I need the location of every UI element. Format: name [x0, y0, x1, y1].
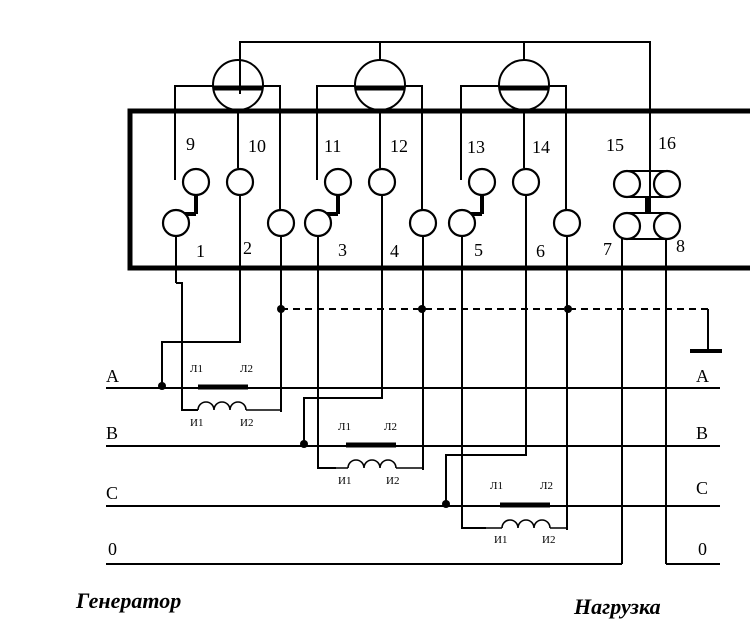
ct2-l2-label: Л2 [384, 421, 397, 433]
terminal-numbers-bottom: 1 2 3 4 5 6 7 8 [196, 236, 685, 261]
line-label-right-b: B [696, 423, 708, 443]
terminal-label-13: 13 [467, 137, 485, 157]
terminal-block-frame [127, 108, 750, 271]
line-labels-right: A B C 0 [696, 366, 709, 559]
supply-lines [106, 387, 720, 565]
line-label-left-c: C [106, 483, 118, 503]
terminal-label-16: 16 [658, 133, 676, 153]
terminal-label-8: 8 [676, 236, 685, 256]
line-label-right-c: C [696, 478, 708, 498]
line-label-left-b: B [106, 423, 118, 443]
ct2-l1-label: Л1 [338, 421, 351, 433]
voltage-bus [239, 41, 651, 214]
terminal-label-12: 12 [390, 136, 408, 156]
current-transformer-2: Л1 Л2 И1 И2 [318, 421, 423, 487]
terminal-label-15: 15 [606, 135, 624, 155]
line-label-left-0: 0 [108, 539, 117, 559]
terminal-label-4: 4 [390, 241, 399, 261]
current-transformer-3: Л1 Л2 И1 И2 [462, 480, 567, 546]
terminal-label-9: 9 [186, 134, 195, 154]
ct1-l1-label: Л1 [190, 363, 203, 375]
line-labels-left: A B C 0 [106, 366, 119, 559]
ct3-i2-label: И2 [542, 534, 555, 546]
line-label-right-a: A [696, 366, 709, 386]
terminal-numbers-top: 9 10 11 12 13 14 15 16 [186, 133, 676, 157]
terminal-pins [161, 167, 682, 241]
terminal-label-2: 2 [243, 238, 252, 258]
terminal-label-7: 7 [603, 239, 612, 259]
terminal-label-5: 5 [474, 240, 483, 260]
terminal-label-11: 11 [324, 136, 341, 156]
ct2-i2-label: И2 [386, 475, 399, 487]
ct3-l2-label: Л2 [540, 480, 553, 492]
wiring-phase-b [300, 195, 424, 470]
line-label-left-a: A [106, 366, 119, 386]
ground-line [277, 305, 722, 353]
terminal-label-3: 3 [338, 240, 347, 260]
ct1-l2-label: Л2 [240, 363, 253, 375]
line-label-right-0: 0 [698, 539, 707, 559]
terminal-label-1: 1 [196, 241, 205, 261]
ct1-i2-label: И2 [240, 417, 253, 429]
wiring-neutral [621, 238, 667, 564]
load-caption: Нагрузка [573, 594, 661, 619]
terminal-label-6: 6 [536, 241, 545, 261]
terminal-label-14: 14 [532, 137, 550, 157]
terminal-label-10: 10 [248, 136, 266, 156]
ct3-l1-label: Л1 [490, 480, 503, 492]
current-transformer-1: Л1 Л2 И1 И2 [182, 363, 281, 429]
ct3-i1-label: И1 [494, 534, 507, 546]
generator-caption: Генератор [75, 588, 181, 613]
ct1-i1-label: И1 [190, 417, 203, 429]
ct2-i1-label: И1 [338, 475, 351, 487]
